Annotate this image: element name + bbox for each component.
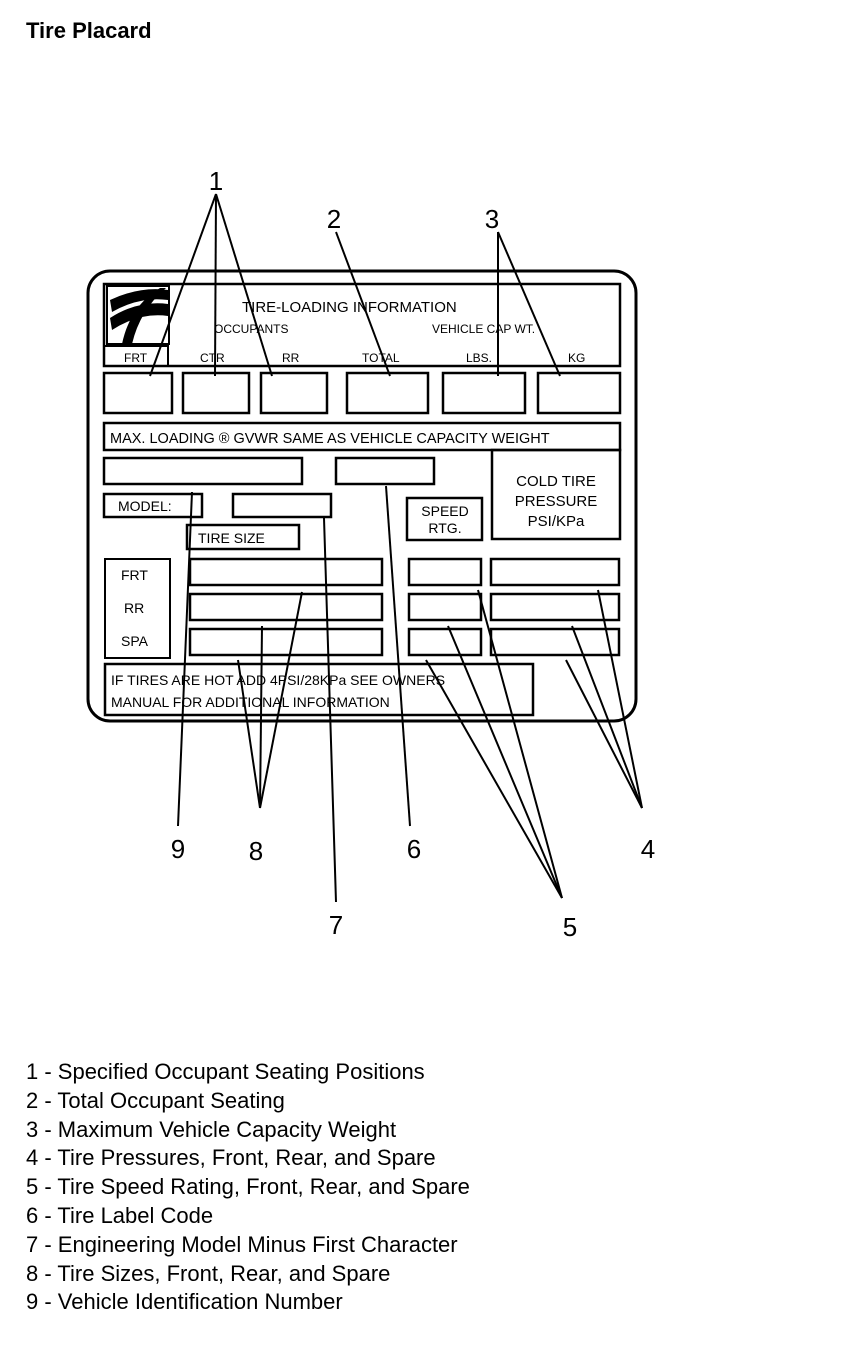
legend-item: 4 - Tire Pressures, Front, Rear, and Spa… — [26, 1145, 436, 1171]
page-title: Tire Placard — [26, 18, 152, 43]
callout-5: 5 — [563, 912, 577, 942]
col-rr-label: RR — [282, 351, 300, 365]
col-lbs-label: LBS. — [466, 351, 492, 365]
col-total-label: TOTAL — [362, 351, 400, 365]
footer-text-2: MANUAL FOR ADDITIONAL INFORMATION — [111, 694, 390, 710]
speed-spa-box — [407, 627, 483, 657]
cold-tire-text-3: PSI/KPa — [528, 513, 585, 530]
occupants-label: OCCUPANTS — [214, 322, 288, 336]
total-seat-box — [345, 371, 430, 415]
pressure-rr-box — [489, 592, 621, 622]
legend-item: 8 - Tire Sizes, Front, Rear, and Spare — [26, 1260, 391, 1286]
model-label: MODEL: — [118, 498, 172, 514]
speed-text-2: RTG. — [428, 520, 461, 536]
max-loading-box — [102, 421, 622, 452]
tire-label-code-box — [334, 456, 436, 486]
speed-text-1: SPEED — [421, 503, 468, 519]
callout-1: 1 — [209, 166, 223, 196]
tire-size-label-box — [185, 523, 301, 551]
tire-size-spa-box — [188, 627, 384, 657]
callout-2: 2 — [327, 204, 341, 234]
vehicle-cap-label: VEHICLE CAP WT. — [432, 322, 535, 336]
legend-item: 7 - Engineering Model Minus First Charac… — [26, 1231, 458, 1257]
model-value-box — [231, 492, 333, 519]
callout-9: 9 — [171, 834, 185, 864]
legend-item: 5 - Tire Speed Rating, Front, Rear, and … — [26, 1174, 470, 1200]
cold-tire-text-1: COLD TIRE — [516, 473, 596, 490]
callout-4: 4 — [641, 834, 655, 864]
legend-list: 1 - Specified Occupant Seating Positions… — [26, 1058, 470, 1317]
lbs-box — [441, 371, 527, 415]
vin-box — [102, 456, 304, 486]
callout-6: 6 — [407, 834, 421, 864]
cold-tire-text-2: PRESSURE — [515, 493, 598, 510]
callout-3: 3 — [485, 204, 499, 234]
tire-size-label: TIRE SIZE — [198, 530, 265, 546]
row-frt-label: FRT — [121, 567, 148, 583]
header-box — [102, 282, 622, 368]
speed-rating-box — [405, 496, 484, 542]
model-label-box — [102, 492, 204, 519]
col-ctr-label: CTR — [200, 351, 225, 365]
row-spa-label: SPA — [121, 633, 149, 649]
col-frt-label: FRT — [124, 351, 148, 365]
tire-placard-diagram: TIRE-LOADING INFORMATION OCCUPANTS VEHIC… — [86, 166, 655, 942]
col-kg-label: KG — [568, 351, 585, 365]
footer-text-1: IF TIRES ARE HOT ADD 4PSI/28KPa SEE OWNE… — [111, 672, 445, 688]
tire-size-frt-box — [188, 557, 384, 587]
row-rr-label: RR — [124, 600, 144, 616]
kg-box — [536, 371, 622, 415]
placard-header-text: TIRE-LOADING INFORMATION — [242, 299, 457, 316]
cold-tire-box — [490, 448, 622, 541]
legend-item: 9 - Vehicle Identification Number — [26, 1289, 343, 1315]
tire-row-label-box — [104, 558, 171, 659]
frt-seat-box — [102, 371, 174, 415]
pressure-spa-box — [489, 627, 621, 657]
speed-frt-box — [407, 557, 483, 587]
legend-item: 3 - Maximum Vehicle Capacity Weight — [26, 1116, 397, 1142]
brand-logo-icon — [106, 285, 170, 345]
legend-item: 1 - Specified Occupant Seating Positions — [26, 1059, 425, 1084]
footer-box — [103, 662, 535, 717]
pressure-frt-box — [489, 557, 621, 587]
legend-item: 6 - Tire Label Code — [26, 1202, 214, 1228]
speed-rr-box — [407, 592, 483, 622]
rr-seat-box — [259, 371, 329, 415]
max-loading-text: MAX. LOADING ® GVWR SAME AS VEHICLE CAPA… — [110, 431, 550, 447]
callout-7: 7 — [329, 910, 343, 940]
callout-8: 8 — [249, 836, 263, 866]
tire-size-rr-box — [188, 592, 384, 622]
placard-outline — [86, 269, 638, 723]
legend-item: 2 - Total Occupant Seating — [26, 1087, 285, 1113]
callout-leader-lines — [149, 193, 643, 903]
